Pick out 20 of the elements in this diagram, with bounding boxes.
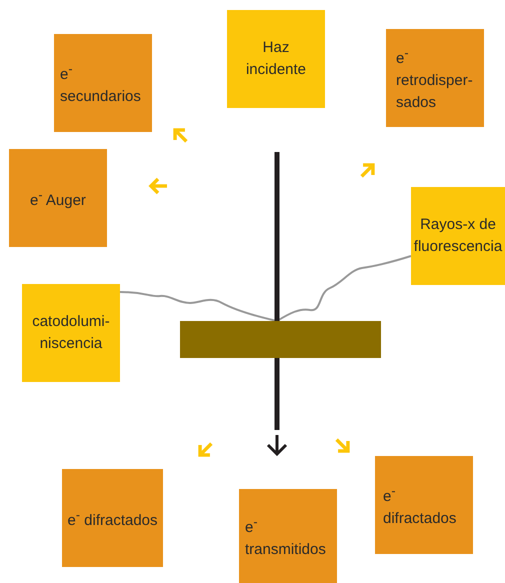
label-box [375, 456, 473, 554]
box-label: e$^{-}$ Auger [30, 187, 86, 211]
label-box [22, 284, 120, 382]
box-label: catodolumi- niscencia [31, 312, 111, 354]
box-label: e$^{-}$ secundarios [60, 61, 142, 107]
label-box [62, 469, 163, 567]
label-box [411, 187, 505, 285]
box-label: Rayos-x de fluorescencia [412, 215, 504, 257]
label-box [239, 489, 337, 583]
box-label: e$^{-}$ difractados [67, 507, 158, 531]
box-label: e$^{-}$ difractados [383, 483, 458, 529]
box-label: Haz incidente [244, 38, 308, 80]
sample-bar [180, 321, 381, 358]
box-label: e$^{-}$ retrodisper- sados [396, 45, 474, 113]
box-label: e$^{-}$ transmitidos [245, 514, 327, 560]
label-box [227, 10, 325, 108]
label-box [54, 34, 152, 132]
wavy-line [120, 291, 278, 322]
label-box [9, 149, 107, 247]
label-box [386, 29, 484, 127]
